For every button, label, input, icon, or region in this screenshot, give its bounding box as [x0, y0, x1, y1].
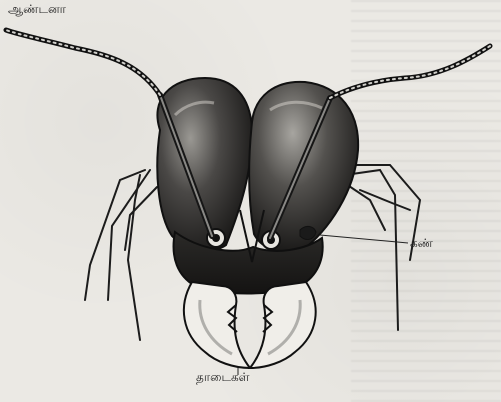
- eye-leader-line: [320, 235, 408, 243]
- mandibles: [184, 282, 316, 368]
- mandibles-label: தாடைகள்: [196, 370, 250, 386]
- antenna-label: ஆண்டனா: [8, 2, 66, 18]
- eye-label: கண்: [410, 236, 433, 252]
- head: [157, 78, 358, 294]
